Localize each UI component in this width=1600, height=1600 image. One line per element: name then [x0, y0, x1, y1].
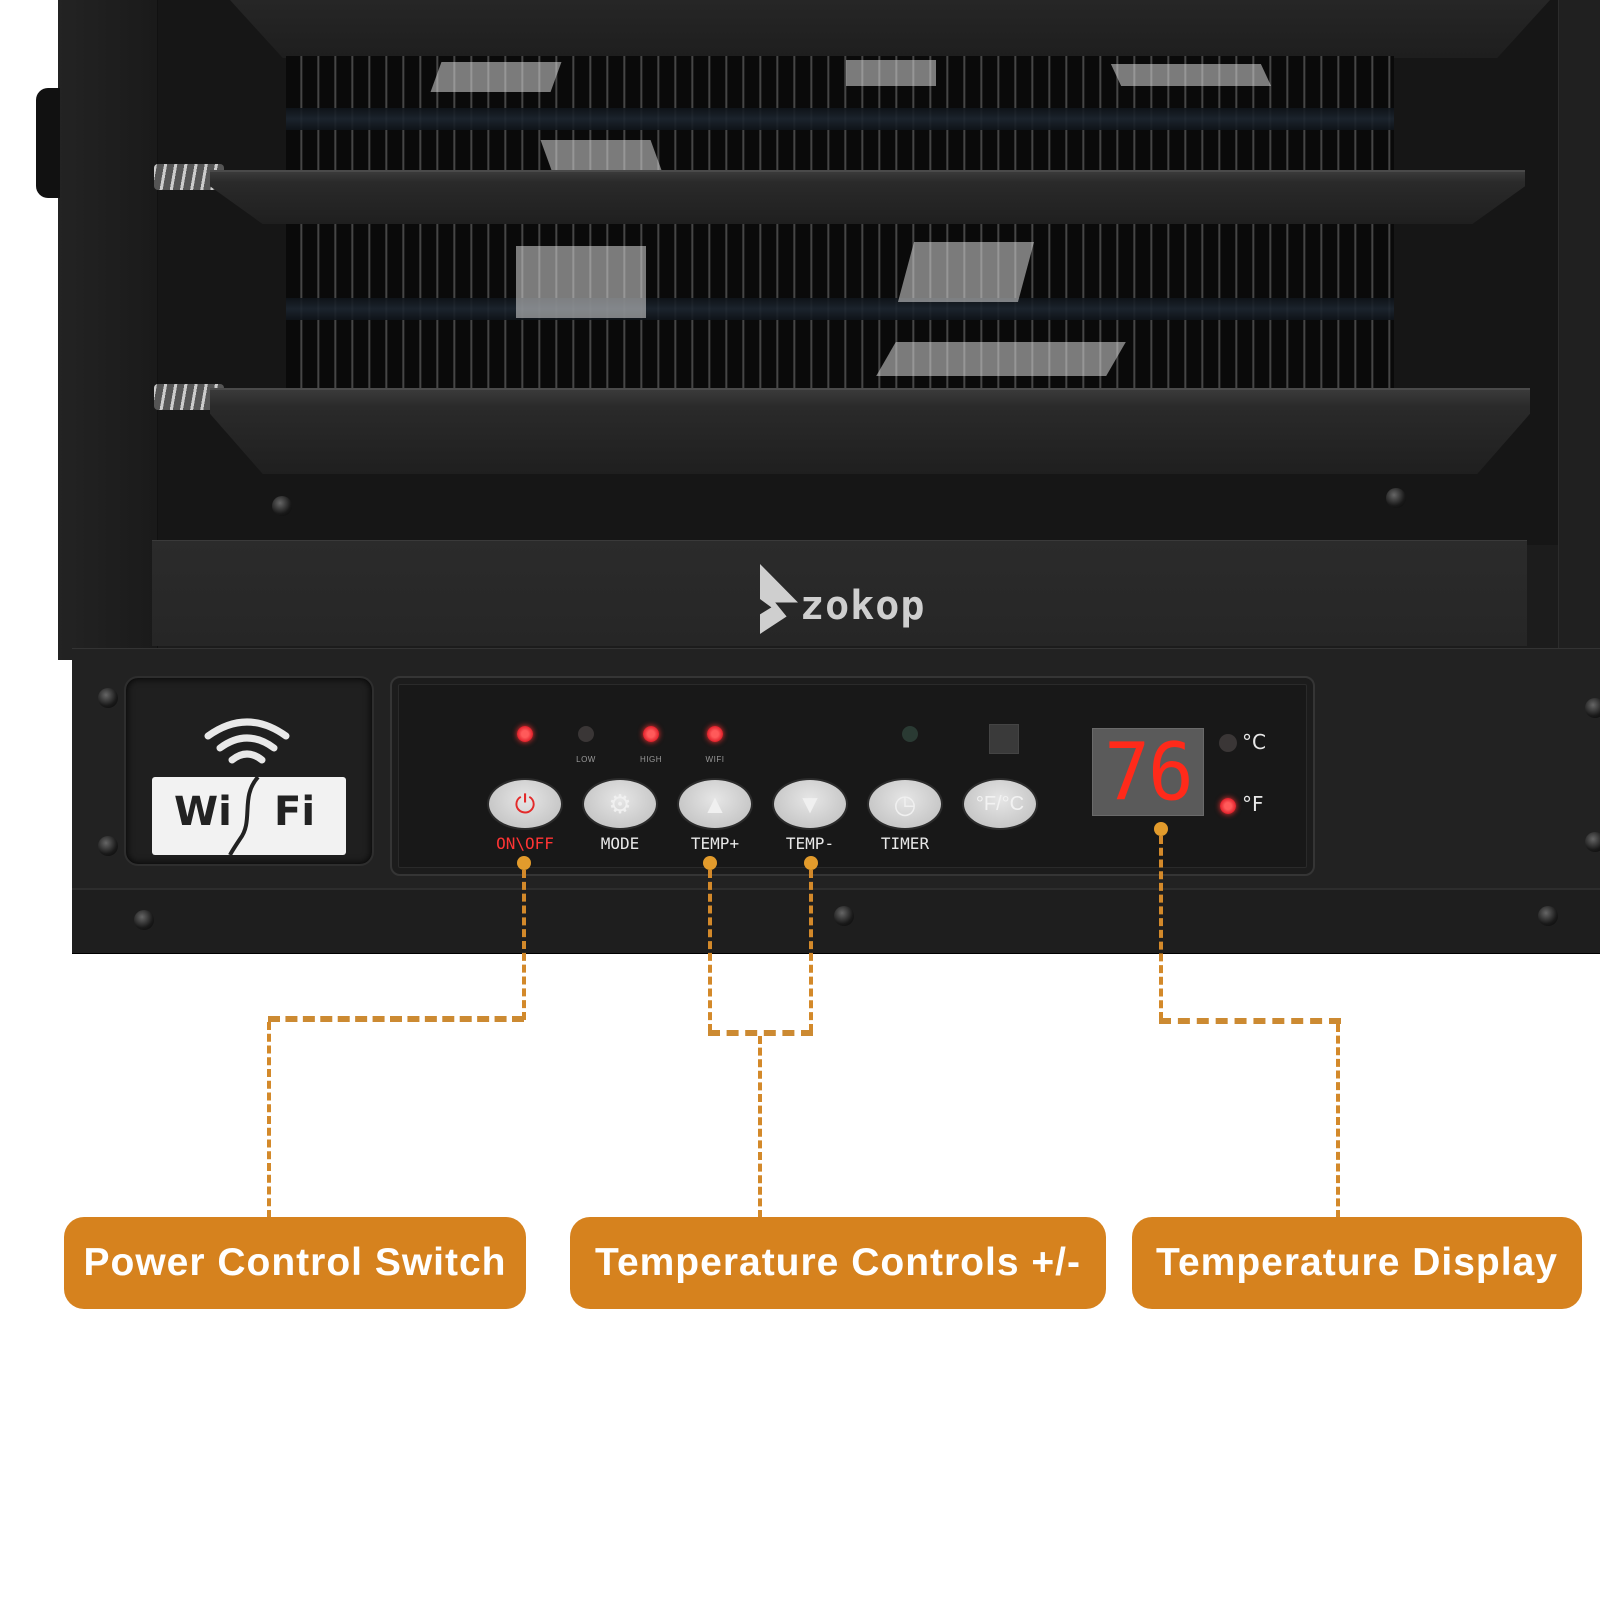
leader-line: [758, 1036, 762, 1218]
leader-line: [268, 1016, 524, 1022]
mode-button-label: MODE: [600, 834, 640, 853]
fahrenheit-label: °F: [1242, 792, 1264, 816]
mode-button[interactable]: ⚙: [584, 780, 656, 828]
fan-blade: [897, 242, 1035, 302]
timer-button-label: TIMER: [880, 834, 930, 853]
callout-label: Power Control Switch: [83, 1241, 507, 1284]
fan-blade: [540, 140, 662, 170]
fan-blade: [516, 246, 646, 318]
leader-line: [708, 1030, 813, 1036]
temp-plus-button[interactable]: ▲: [679, 780, 751, 828]
led-label-high: HIGH: [640, 755, 662, 764]
heater-right-side: [1558, 0, 1600, 660]
led-low-indicator: [578, 726, 594, 742]
logo-strip: [152, 540, 1527, 646]
temperature-display: 76: [1092, 728, 1204, 816]
callout-label: Temperature Display: [1156, 1241, 1558, 1284]
callout-anchor-power: [517, 856, 531, 870]
screw: [1585, 698, 1600, 718]
wifi-badge: Wi Fi: [152, 777, 346, 855]
screw: [134, 910, 154, 930]
fahrenheit-celsius-icon: °F/°C: [975, 793, 1025, 815]
wifi-label-left: Wi: [174, 789, 232, 835]
unit-toggle-button[interactable]: °F/°C: [964, 780, 1036, 828]
brand-name: zokop: [800, 583, 926, 629]
led-label-low: LOW: [576, 755, 596, 764]
led-label-wifi: WIFI: [705, 755, 725, 764]
fan-blade: [876, 342, 1126, 376]
callout-anchor-temp-plus: [703, 856, 717, 870]
temp-minus-button[interactable]: ▼: [774, 780, 846, 828]
fahrenheit-indicator: [1220, 798, 1236, 814]
triangle-down-icon: ▼: [797, 789, 823, 819]
leader-line: [1159, 836, 1163, 1020]
wifi-icon: [204, 718, 290, 764]
power-icon: ⏻: [514, 789, 536, 819]
gear-icon: ⚙: [608, 789, 632, 819]
heating-grille-lower: [286, 224, 1394, 388]
power-button[interactable]: ⏻: [489, 780, 561, 828]
ir-receiver-window: [989, 724, 1019, 754]
louver-middle: [210, 170, 1525, 224]
brand-logo: zokop: [760, 572, 925, 634]
fan-blade: [1110, 64, 1272, 86]
celsius-label: °C: [1242, 730, 1266, 754]
wifi-label-right: Fi: [274, 789, 316, 835]
led-timer-indicator: [902, 726, 918, 742]
screw: [98, 688, 118, 708]
callout-anchor-temp-minus: [804, 856, 818, 870]
leader-line: [1336, 1024, 1340, 1218]
leader-line: [809, 870, 813, 1032]
callout-label: Temperature Controls +/-: [595, 1241, 1081, 1284]
triangle-up-icon: ▲: [702, 789, 728, 819]
side-knob: [36, 88, 60, 198]
screw: [1538, 906, 1558, 926]
heating-grille-upper: [286, 56, 1394, 172]
callout-temperature-display: Temperature Display: [1132, 1217, 1582, 1309]
callout-power-control-switch: Power Control Switch: [64, 1217, 526, 1309]
leader-line: [1159, 1018, 1341, 1024]
screw: [272, 496, 292, 516]
led-wifi-indicator: [707, 726, 723, 742]
louver-top: [230, 0, 1550, 58]
celsius-indicator: [1219, 734, 1237, 752]
led-high-indicator: [643, 726, 659, 742]
temp-plus-button-label: TEMP+: [690, 834, 740, 853]
heater-left-side: [58, 0, 158, 660]
callout-temperature-controls: Temperature Controls +/-: [570, 1217, 1106, 1309]
louver-bottom: [210, 388, 1530, 474]
screw: [1386, 488, 1406, 508]
timer-button[interactable]: ◷: [869, 780, 941, 828]
fan-blade: [430, 62, 562, 92]
callout-anchor-display: [1154, 822, 1168, 836]
power-button-label: ON\OFF: [496, 834, 554, 853]
screw: [834, 906, 854, 926]
clock-icon: ◷: [893, 789, 917, 819]
leader-line: [522, 870, 526, 1020]
brand-mark-icon: [760, 564, 798, 634]
leader-line: [267, 1022, 271, 1218]
screw: [1585, 832, 1600, 852]
temperature-value: 76: [1104, 724, 1194, 819]
temp-minus-button-label: TEMP-: [785, 834, 835, 853]
leader-line: [708, 870, 712, 1032]
fan-blade: [846, 60, 936, 86]
screw: [98, 836, 118, 856]
led-power-indicator: [517, 726, 533, 742]
wifi-swoosh-icon: [228, 777, 260, 855]
